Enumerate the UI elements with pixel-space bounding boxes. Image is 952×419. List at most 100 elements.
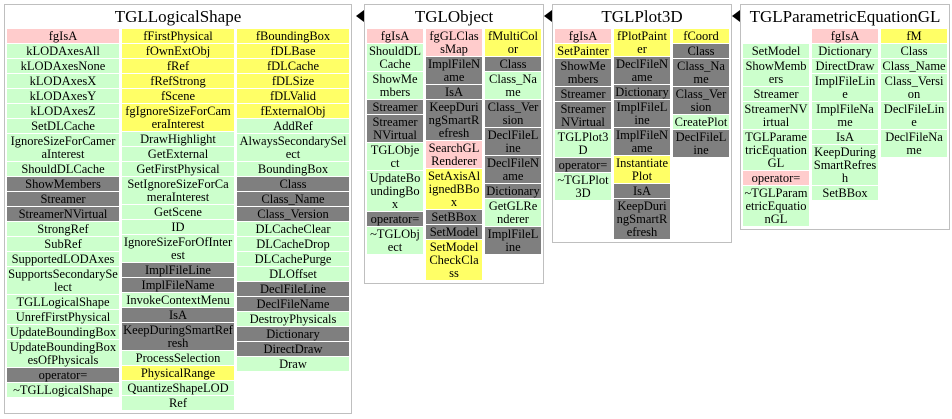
member-cell[interactable]: fgIsA [7, 29, 119, 43]
member-cell[interactable]: SetPainter [555, 44, 611, 58]
member-cell[interactable]: TGLPlot3D [555, 130, 611, 157]
member-cell[interactable]: AlwaysSecondarySelect [237, 134, 349, 161]
member-cell[interactable]: DirectDraw [237, 342, 349, 356]
member-cell[interactable]: ShowMembers [555, 59, 611, 86]
member-cell[interactable]: DLCacheDrop [237, 237, 349, 251]
member-cell[interactable]: ImplFileLine [614, 100, 670, 127]
member-cell[interactable]: SetModel [426, 225, 482, 239]
member-cell[interactable]: DeclFileName [614, 57, 670, 84]
member-cell[interactable]: StreamerNVirtual [367, 115, 423, 142]
member-cell[interactable]: GetExternal [122, 147, 234, 161]
member-cell[interactable]: operator= [7, 368, 119, 382]
member-cell[interactable]: StrongRef [7, 222, 119, 236]
member-cell[interactable]: KeepDuringSmartRefresh [122, 323, 234, 350]
member-cell[interactable]: GetGLRenderer [485, 199, 541, 226]
member-cell[interactable]: Streamer [555, 87, 611, 101]
member-cell[interactable]: fExternalObj [237, 104, 349, 118]
member-cell[interactable]: SetModelCheckClass [426, 240, 482, 280]
member-cell[interactable]: ShowMembers [743, 59, 809, 86]
member-cell[interactable]: kLODAxesAll [7, 44, 119, 58]
member-cell[interactable]: ShouldDLCache [367, 44, 423, 71]
member-cell[interactable]: ImplFileName [122, 278, 234, 292]
member-cell[interactable]: fMultiColor [485, 29, 541, 56]
member-cell[interactable]: IsA [812, 130, 878, 144]
member-cell[interactable]: Class [237, 177, 349, 191]
member-cell[interactable]: fDLValid [237, 89, 349, 103]
member-cell[interactable]: SetBBox [812, 186, 878, 200]
member-cell[interactable]: fScene [122, 89, 234, 103]
member-cell[interactable]: fPlotPainter [614, 29, 670, 56]
member-cell[interactable]: PhysicalRange [122, 366, 234, 380]
member-cell[interactable]: Streamer [7, 192, 119, 206]
member-cell[interactable]: InstantiatePlot [614, 156, 670, 183]
member-cell[interactable]: ImplFileLine [122, 263, 234, 277]
member-cell[interactable]: UpdateBoundingBox [7, 325, 119, 339]
member-cell[interactable]: ProcessSelection [122, 351, 234, 365]
member-cell[interactable]: SupportedLODAxes [7, 252, 119, 266]
member-cell[interactable]: Class_Version [485, 100, 541, 127]
class-title[interactable]: TGLObject [414, 7, 494, 26]
member-cell[interactable]: fDLBase [237, 44, 349, 58]
class-title[interactable]: TGLLogicalShape [114, 7, 242, 26]
member-cell[interactable]: ImplFileName [426, 57, 482, 84]
member-cell[interactable]: SetIgnoreSizeForCameraInterest [122, 177, 234, 204]
member-cell[interactable]: DLCacheClear [237, 222, 349, 236]
member-cell[interactable]: IgnoreSizeForCameraInterest [7, 134, 119, 161]
member-cell[interactable]: Class [881, 44, 947, 58]
member-cell[interactable]: DLOffset [237, 267, 349, 281]
member-cell[interactable]: DeclFileName [485, 156, 541, 183]
member-cell[interactable]: TGLLogicalShape [7, 295, 119, 309]
member-cell[interactable]: IsA [426, 85, 482, 99]
member-cell[interactable]: DeclFileLine [237, 282, 349, 296]
member-cell[interactable]: Class_Name [237, 192, 349, 206]
member-cell[interactable]: fgIsA [812, 29, 878, 43]
member-cell[interactable]: TGLParametricEquationGL [743, 130, 809, 170]
member-cell[interactable]: ImplFileName [812, 102, 878, 129]
member-cell[interactable]: operator= [743, 171, 809, 185]
member-cell[interactable]: Class_Name [673, 59, 729, 86]
member-cell[interactable]: kLODAxesY [7, 89, 119, 103]
member-cell[interactable]: Class [485, 57, 541, 71]
member-cell[interactable]: fDLSize [237, 74, 349, 88]
member-cell[interactable]: fBoundingBox [237, 29, 349, 43]
member-cell[interactable]: fM [881, 29, 947, 43]
member-cell[interactable]: SetDLCache [7, 119, 119, 133]
member-cell[interactable]: ID [122, 220, 234, 234]
member-cell[interactable]: DirectDraw [812, 59, 878, 73]
member-cell[interactable]: Dictionary [812, 44, 878, 58]
member-cell[interactable]: fgIsA [555, 29, 611, 43]
member-cell[interactable]: UpdateBoundingBox [367, 171, 423, 211]
member-cell[interactable]: SetAxisAlignedBBox [426, 169, 482, 209]
member-cell[interactable]: DLCachePurge [237, 252, 349, 266]
member-cell[interactable]: ImplFileName [614, 128, 670, 155]
member-cell[interactable]: ShouldDLCache [7, 162, 119, 176]
member-cell[interactable]: KeepDuringSmartRefresh [426, 100, 482, 140]
member-cell[interactable]: GetScene [122, 205, 234, 219]
member-cell[interactable]: fRefStrong [122, 74, 234, 88]
member-cell[interactable]: SearchGLRenderer [426, 141, 482, 168]
member-cell[interactable]: AddRef [237, 119, 349, 133]
member-cell[interactable]: QuantizeShapeLOD [122, 381, 234, 395]
member-cell[interactable]: SetModel [743, 44, 809, 58]
member-cell[interactable]: ~TGLLogicalShape [7, 383, 119, 397]
member-cell[interactable]: ShowMembers [367, 72, 423, 99]
member-cell[interactable]: DeclFileLine [673, 130, 729, 157]
member-cell[interactable]: operator= [367, 212, 423, 226]
member-cell[interactable]: fgGLClassMap [426, 29, 482, 56]
member-cell[interactable]: Class_Version [673, 87, 729, 114]
member-cell[interactable]: ShowMembers [7, 177, 119, 191]
member-cell[interactable]: SetBBox [426, 210, 482, 224]
member-cell[interactable]: Dictionary [485, 184, 541, 198]
member-cell[interactable]: fOwnExtObj [122, 44, 234, 58]
member-cell[interactable]: kLODAxesNone [7, 59, 119, 73]
member-cell[interactable]: InvokeContextMenu [122, 293, 234, 307]
member-cell[interactable]: Dictionary [237, 327, 349, 341]
member-cell[interactable]: StreamerNVirtual [555, 102, 611, 129]
member-cell[interactable]: IgnoreSizeForOfInterest [122, 235, 234, 262]
member-cell[interactable]: DrawHighlight [122, 132, 234, 146]
member-cell[interactable]: GetFirstPhysical [122, 162, 234, 176]
member-cell[interactable]: Class_Name [881, 59, 947, 73]
member-cell[interactable]: fFirstPhysical [122, 29, 234, 43]
member-cell[interactable]: fgIsA [367, 29, 423, 43]
member-cell[interactable]: StreamerNVirtual [743, 102, 809, 129]
